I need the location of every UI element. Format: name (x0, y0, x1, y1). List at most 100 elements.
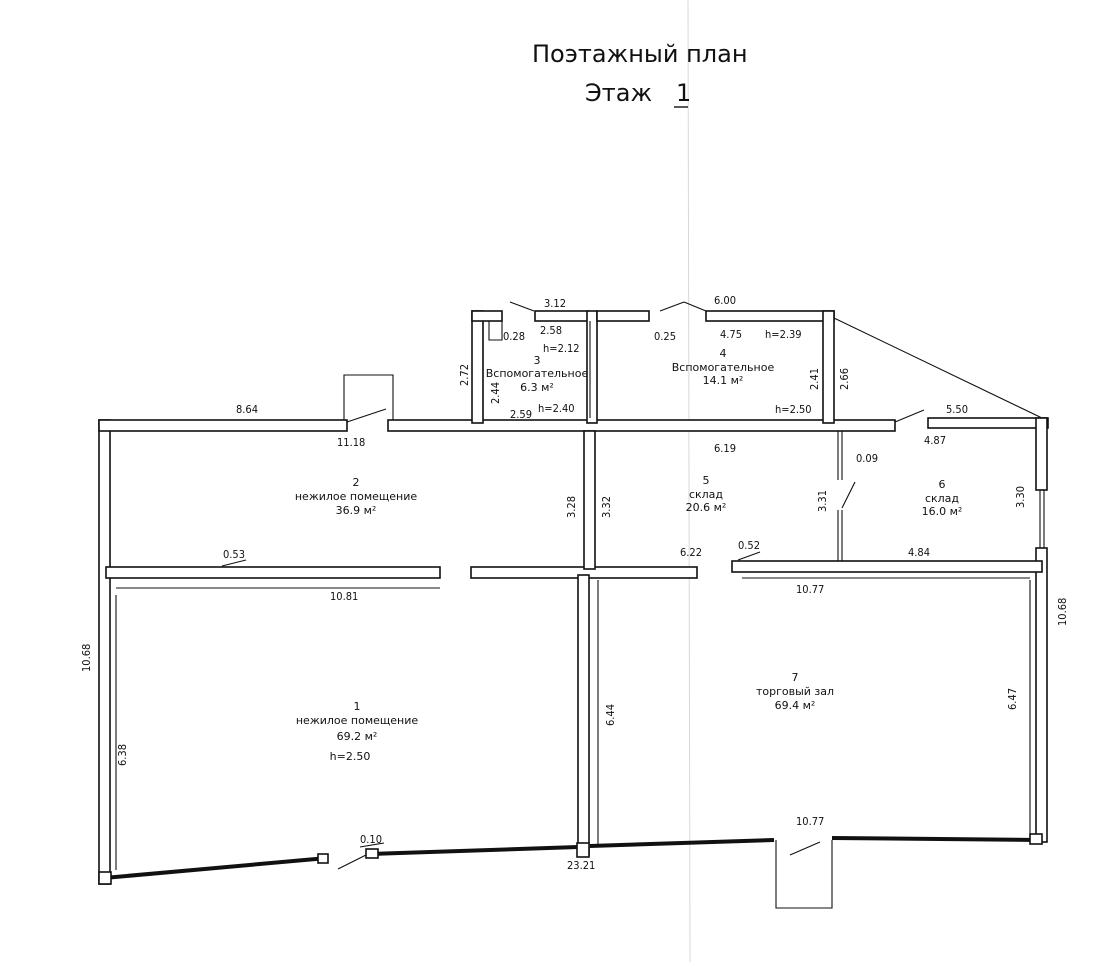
room-3-height-top: h=2.12 (543, 342, 580, 355)
room-7-area: 69.4 м² (775, 699, 816, 712)
door-swing-bottom-right (789, 841, 821, 856)
room-5: 5 склад 20.6 м² (686, 474, 727, 514)
dim-4-75: 4.75 (720, 328, 742, 341)
room-3-number: 3 (534, 354, 541, 367)
floor-label: Этаж (585, 79, 652, 107)
wall-top-right (927, 417, 1049, 429)
room-1-number: 1 (354, 700, 361, 713)
dim-10-68-right: 10.68 (1056, 598, 1069, 626)
wall-annex-inner-step (482, 321, 591, 418)
room-1-area: 69.2 м² (337, 730, 378, 743)
wall-annex-left (471, 310, 484, 424)
wall-left (98, 419, 111, 885)
wall-top-left (98, 419, 348, 432)
room-7-number: 7 (792, 671, 799, 684)
dim-2-66: 2.66 (838, 368, 851, 390)
dim-2-72: 2.72 (458, 364, 471, 386)
room-4-name: Вспомогательное (672, 361, 775, 374)
dim-6-19: 6.19 (714, 442, 736, 455)
dim-10-68-left: 10.68 (80, 644, 93, 672)
dim-0-28: 0.28 (503, 330, 525, 343)
entrance-porch-bottom (775, 840, 833, 909)
dim-8-64: 8.64 (236, 403, 258, 416)
dim-3-30: 3.30 (1014, 486, 1027, 508)
room-2-number: 2 (353, 476, 360, 489)
dim-2-41: 2.41 (808, 368, 821, 390)
room-3: 3 Вспомогательное 6.3 м² h=2.12 h=2.40 (486, 342, 589, 415)
room-5-number: 5 (703, 474, 710, 487)
dim-4-84: 4.84 (908, 546, 930, 559)
dim-2-44: 2.44 (489, 382, 502, 404)
door-swing-5-6 (841, 481, 856, 509)
floor-number: 1 (676, 79, 691, 107)
facade-glass-3 (589, 838, 775, 848)
dim-3-12: 3.12 (544, 297, 566, 310)
wall-right-lower (1035, 547, 1048, 843)
dim-3-32: 3.32 (600, 496, 613, 518)
dim-4-87: 4.87 (924, 434, 946, 447)
dim-2-59: 2.59 (510, 408, 532, 421)
room-7-name: торговый зал (756, 685, 834, 698)
dim-0-10: 0.10 (360, 833, 382, 846)
facade-pier-4 (576, 842, 590, 858)
wall-annex-top-b (534, 310, 590, 322)
door-swing-annex-4b (683, 301, 707, 312)
room-4-height-top: h=2.39 (765, 328, 802, 341)
room-1-height: h=2.50 (330, 750, 371, 763)
dim-10-77-bottom: 10.77 (796, 815, 824, 828)
facade-glass-2 (369, 845, 579, 856)
walls (98, 301, 1049, 909)
wall-vert-1-7 (577, 574, 590, 856)
dim-0-09: 0.09 (856, 452, 878, 465)
room-3-area: 6.3 м² (520, 381, 554, 394)
wall-top-main (387, 419, 896, 432)
dim-3-28: 3.28 (565, 496, 578, 518)
door-swing-annex (509, 301, 535, 312)
dimensions: 8.64 11.18 3.12 0.28 2.58 2.59 6.00 0.25… (80, 294, 1069, 872)
leader-0-53 (221, 559, 247, 567)
room-4-area: 14.1 м² (703, 374, 744, 387)
room-2-area: 36.9 м² (336, 504, 377, 517)
wall-annex-top-c (596, 310, 650, 322)
dim-6-00: 6.00 (714, 294, 736, 307)
facade-pier-3 (365, 848, 379, 859)
room-3-name: Вспомогательное (486, 367, 589, 380)
paper-fold (687, 0, 691, 962)
room-6-number: 6 (939, 478, 946, 491)
room-6-name: склад (925, 492, 959, 505)
room-5-name: склад (689, 488, 723, 501)
dim-0-53: 0.53 (223, 548, 245, 561)
facade-pier-2 (317, 853, 329, 864)
dim-2-58: 2.58 (540, 324, 562, 337)
room-1: 1 нежилое помещение 69.2 м² h=2.50 (296, 700, 419, 763)
room-7: 7 торговый зал 69.4 м² (756, 671, 834, 712)
wall-mid-right (731, 560, 1043, 573)
leader-0-52 (737, 551, 761, 561)
dim-10-81: 10.81 (330, 590, 358, 603)
facade-glass-4 (831, 836, 1041, 842)
facade-glass-1 (103, 856, 328, 880)
door-swing-annex-4 (659, 301, 685, 312)
dim-6-38: 6.38 (116, 744, 129, 766)
wall-annex-top-d (705, 310, 835, 322)
wall-right-upper (1035, 417, 1048, 491)
door-swing-top (346, 408, 387, 423)
leader-0-10 (359, 842, 385, 848)
room-1-name: нежилое помещение (296, 714, 419, 727)
facade-pier-5 (1029, 833, 1043, 845)
room-6-area: 16.0 м² (922, 505, 963, 518)
room-2: 2 нежилое помещение 36.9 м² (295, 476, 418, 517)
roof-diagonal (833, 317, 1043, 419)
dim-10-77-top: 10.77 (796, 583, 824, 596)
dim-23-21: 23.21 (567, 859, 595, 872)
facade-pier-1 (98, 871, 112, 885)
wall-annex-divider (586, 310, 598, 424)
room-4-height-bottom: h=2.50 (775, 403, 812, 416)
wall-vert-2-5 (583, 430, 596, 570)
entrance-porch (343, 374, 394, 420)
dim-3-31: 3.31 (816, 490, 829, 512)
dim-0-52: 0.52 (738, 539, 760, 552)
dim-0-25: 0.25 (654, 330, 676, 343)
room-5-area: 20.6 м² (686, 501, 727, 514)
